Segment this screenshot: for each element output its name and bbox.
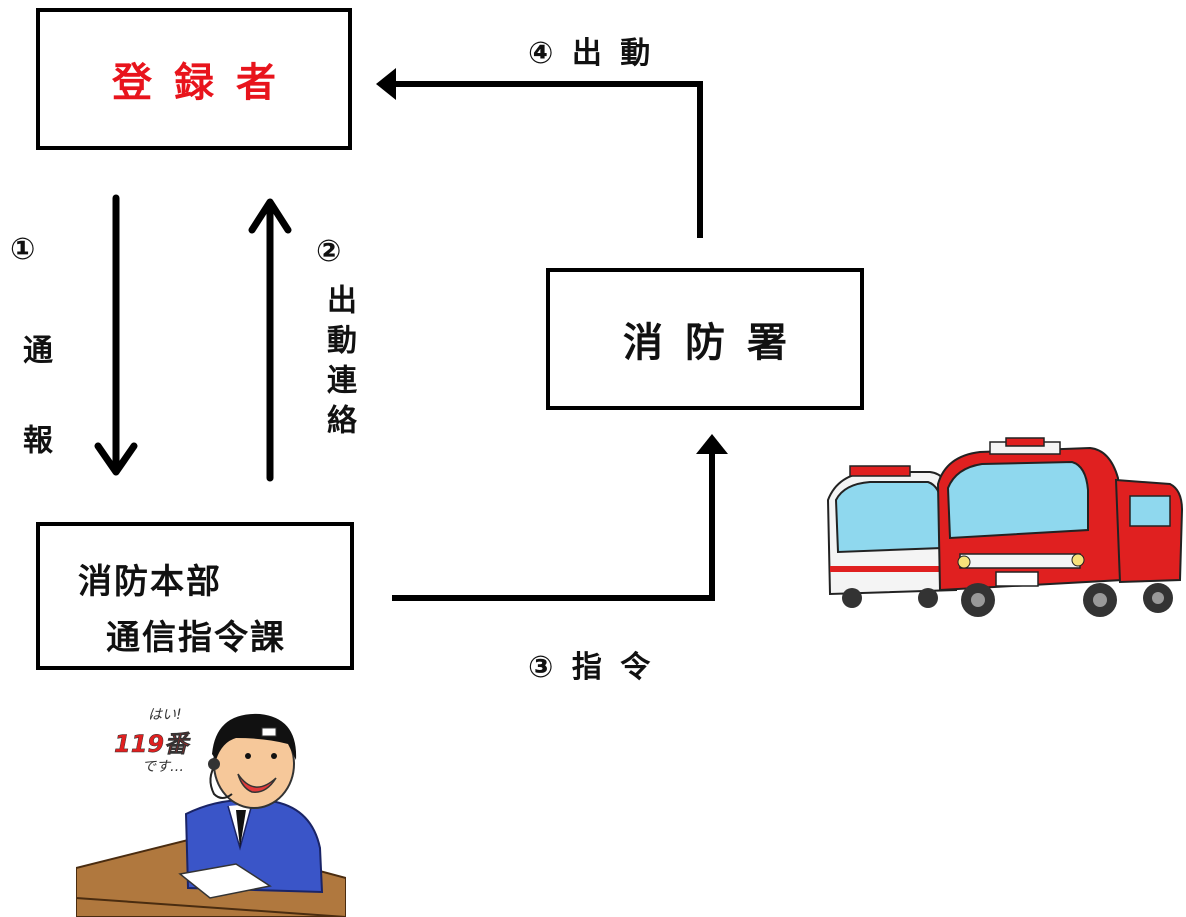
operator-illustration: はい! 119番 です… [76,698,346,917]
speech-line3: です… [142,759,184,775]
ambulance-icon [826,465,958,608]
fire-hq-box: 消防本部 通信指令課 [36,522,354,670]
arrow-report [94,194,138,476]
speech-line2: 119番 [114,730,189,759]
fire-hq-line1: 消防本部 [78,562,222,602]
arrow-dispatch-contact [248,198,292,482]
fire-vehicles-illustration [826,437,1184,617]
operator-figure [76,713,346,917]
step2-number: ② [316,234,342,269]
fire-station-box: 消防署 [546,268,864,410]
arrow-dispatch-head [376,68,396,100]
arrow-dispatch [392,81,703,238]
speech-line1: はい! [148,707,182,723]
arrow-command-head [696,434,728,454]
registrant-box: 登録者 [36,8,352,150]
step1-text: 通報 [17,334,52,514]
step4-label: ④ 出 動 [528,36,655,71]
step1-number: ① [10,232,36,267]
registrant-label: 登録者 [112,60,298,106]
fire-hq-line2: 通信指令課 [106,618,286,658]
fire-station-label: 消防署 [623,320,809,366]
fire-engine-icon [936,437,1184,617]
step3-label: ③ 指 令 [528,650,655,685]
step2-text: 出動連絡 [321,284,356,444]
arrow-command [392,452,715,601]
